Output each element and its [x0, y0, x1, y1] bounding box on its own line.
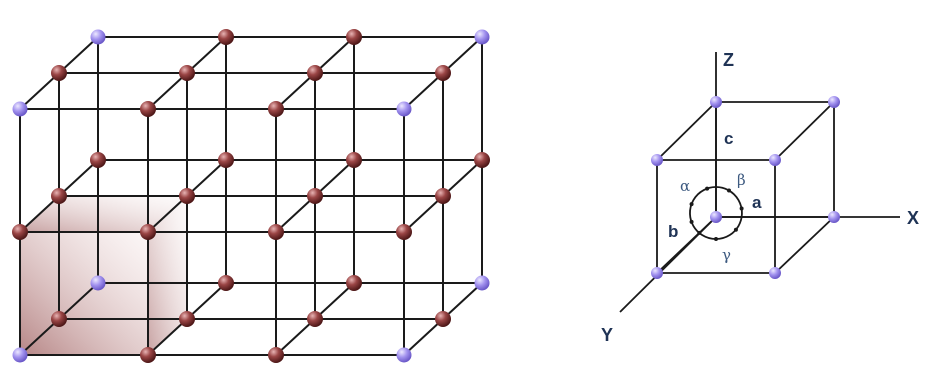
lattice-atom — [140, 101, 156, 117]
edge-c-label: c — [724, 129, 733, 148]
lattice-atom — [140, 347, 156, 363]
edge-a-label: a — [752, 193, 762, 212]
edge-b-label: b — [668, 222, 678, 241]
lattice-atoms — [12, 29, 490, 363]
angle-marker-dot — [739, 206, 744, 211]
corner-atom — [90, 275, 106, 291]
lattice-atom — [51, 188, 67, 204]
angle-marker-dot — [689, 202, 694, 207]
lattice-atom — [51, 65, 67, 81]
lattice-atom — [307, 188, 323, 204]
lattice-atom — [346, 29, 362, 45]
lattice-atom — [396, 224, 412, 240]
unit-cell-corner-atom — [710, 96, 722, 108]
angle-marker-dot — [727, 188, 731, 193]
angle-marker-dot — [714, 237, 718, 241]
unit-cell-shade-side — [148, 196, 187, 355]
lattice-atom — [346, 152, 362, 168]
lattice-atom — [12, 224, 28, 240]
unit-cell-edge — [774, 101, 835, 161]
lattice-atom — [435, 65, 451, 81]
unit-cell-atoms — [651, 96, 840, 279]
angle-marker-dot — [689, 219, 694, 224]
angle-gamma-label: γ — [722, 246, 731, 264]
lattice-atom — [268, 224, 284, 240]
lattice-atom — [179, 188, 195, 204]
unit-cell-diagram: Z X Y c a b α β γ — [601, 50, 919, 345]
lattice-atom — [268, 347, 284, 363]
lattice-atom — [218, 29, 234, 45]
lattice-atom — [435, 188, 451, 204]
unit-cell-shade-top — [20, 196, 187, 232]
lattice-atom — [268, 101, 284, 117]
crystal-lattice — [12, 29, 490, 363]
unit-cell-corner-atom — [651, 154, 663, 166]
unit-cell-corner-atom — [769, 154, 781, 166]
corner-atom — [396, 101, 412, 117]
corner-atom — [12, 347, 28, 363]
lattice-atom — [51, 311, 67, 327]
lattice-atom — [140, 224, 156, 240]
z-axis-label: Z — [723, 50, 734, 70]
unit-cell-edge — [774, 216, 835, 274]
corner-atom — [474, 29, 490, 45]
unit-cell-edge — [656, 101, 717, 161]
angle-marker-dot — [733, 227, 738, 232]
angle-beta-label: β — [737, 171, 746, 189]
unit-cell-corner-atom — [651, 267, 663, 279]
unit-cell-corner-atom — [769, 267, 781, 279]
lattice-atom — [179, 65, 195, 81]
y-axis-label: Y — [601, 325, 613, 345]
lattice-atom — [218, 152, 234, 168]
corner-atom — [12, 101, 28, 117]
lattice-atom — [179, 311, 195, 327]
lattice-atom — [218, 275, 234, 291]
unit-cell-corner-atom — [828, 211, 840, 223]
unit-cell-corner-atom — [828, 96, 840, 108]
angle-alpha-label: α — [680, 177, 690, 195]
angle-marker-dot — [705, 186, 710, 191]
corner-atom — [474, 275, 490, 291]
lattice-atom — [474, 152, 490, 168]
angle-marker-dot — [697, 230, 702, 235]
lattice-atom — [435, 311, 451, 327]
unit-cell-corner-atom — [710, 211, 722, 223]
lattice-atom — [90, 152, 106, 168]
lattice-atom — [307, 311, 323, 327]
lattice-atom — [346, 275, 362, 291]
lattice-atom — [307, 65, 323, 81]
corner-atom — [90, 29, 106, 45]
x-axis-label: X — [907, 208, 919, 228]
corner-atom — [396, 347, 412, 363]
